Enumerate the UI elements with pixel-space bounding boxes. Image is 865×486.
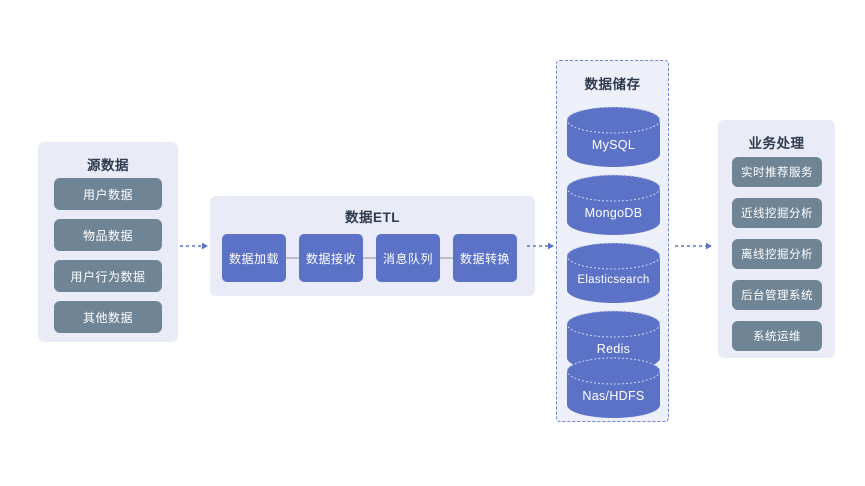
storage-label-elasticsearch: Elasticsearch bbox=[577, 274, 650, 286]
business-item-realtime-recommendation[interactable]: 实时推荐服务 bbox=[732, 157, 822, 187]
storage-label-mysql: MySQL bbox=[591, 138, 636, 152]
business-item-offline-mining[interactable]: 离线挖掘分析 bbox=[732, 239, 822, 269]
source-data-panel: 源数据 用户数据 物品数据 用户行为数据 其他数据 bbox=[38, 142, 178, 342]
storage-cylinder-elasticsearch[interactable]: Elasticsearch bbox=[565, 242, 662, 304]
data-storage-panel: 数据储存 MySQL MongoDB bbox=[556, 60, 669, 422]
business-processing-panel-title: 业务处理 bbox=[748, 136, 805, 151]
storage-cylinder-mongodb[interactable]: MongoDB bbox=[565, 174, 662, 236]
business-item-system-ops[interactable]: 系统运维 bbox=[732, 321, 822, 351]
storage-cylinder-nas-hdfs[interactable]: Nas/HDFS bbox=[565, 357, 662, 419]
storage-label-redis: Redis bbox=[596, 342, 631, 356]
business-item-admin-system[interactable]: 后台管理系统 bbox=[732, 280, 822, 310]
storage-cylinder-mysql[interactable]: MySQL bbox=[565, 106, 662, 168]
business-item-nearline-mining[interactable]: 近线挖掘分析 bbox=[732, 198, 822, 228]
connector-etl-to-storage bbox=[527, 240, 557, 252]
data-etl-panel-title: 数据ETL bbox=[345, 210, 400, 225]
source-item-goods-data[interactable]: 物品数据 bbox=[54, 219, 162, 251]
source-item-user-data[interactable]: 用户数据 bbox=[54, 178, 162, 210]
storage-label-nas-hdfs: Nas/HDFS bbox=[582, 389, 645, 403]
storage-label-mongodb: MongoDB bbox=[584, 206, 643, 220]
etl-step-data-transform[interactable]: 数据转换 bbox=[453, 234, 517, 282]
business-processing-panel: 业务处理 实时推荐服务 近线挖掘分析 离线挖掘分析 后台管理系统 系统运维 bbox=[718, 120, 835, 358]
source-item-user-behavior-data[interactable]: 用户行为数据 bbox=[54, 260, 162, 292]
data-etl-panel: 数据ETL 数据加载 数据接收 消息队列 数据转换 bbox=[210, 196, 535, 296]
etl-step-data-load[interactable]: 数据加载 bbox=[222, 234, 286, 282]
data-storage-panel-title: 数据储存 bbox=[584, 77, 641, 92]
connector-source-to-etl bbox=[180, 240, 210, 252]
etl-step-data-receive[interactable]: 数据接收 bbox=[299, 234, 363, 282]
source-data-panel-title: 源数据 bbox=[87, 158, 129, 173]
source-item-other-data[interactable]: 其他数据 bbox=[54, 301, 162, 333]
connector-storage-to-business bbox=[675, 240, 715, 252]
etl-step-message-queue[interactable]: 消息队列 bbox=[376, 234, 440, 282]
